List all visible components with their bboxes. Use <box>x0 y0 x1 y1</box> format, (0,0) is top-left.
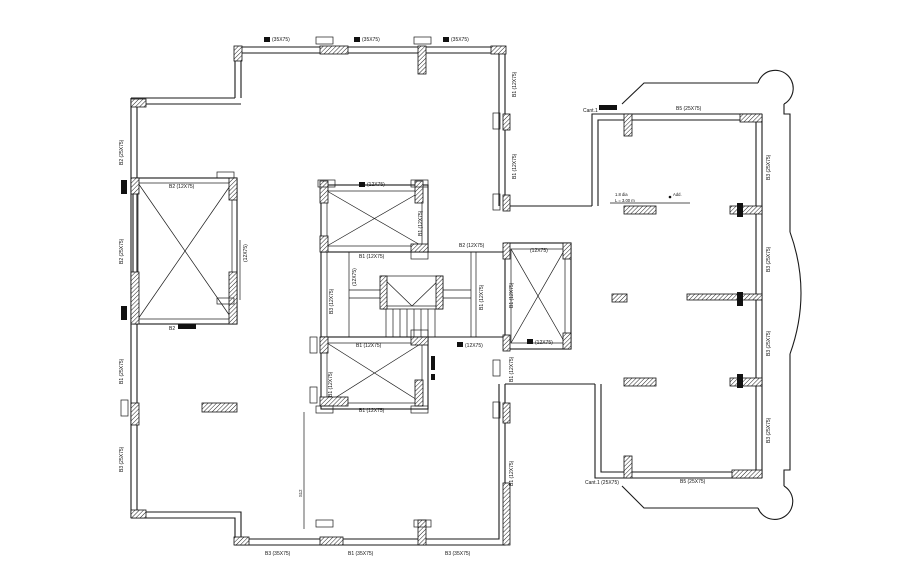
central-core <box>320 184 505 410</box>
column <box>502 113 511 131</box>
column <box>319 336 329 354</box>
column <box>729 205 763 215</box>
left-lift-shaft <box>132 177 238 325</box>
column <box>410 336 429 346</box>
column <box>417 519 427 546</box>
column <box>201 402 238 413</box>
stub-boxes <box>120 36 501 529</box>
column <box>319 235 329 253</box>
beam-label: B2 (12X75) <box>459 243 485 249</box>
column <box>435 275 444 310</box>
column <box>319 45 349 55</box>
column <box>130 271 140 325</box>
column <box>228 177 238 201</box>
beam-label: (35X75) <box>451 37 469 43</box>
column <box>379 275 388 310</box>
beam-label: (12X75) <box>352 268 358 286</box>
column <box>729 377 763 387</box>
column <box>502 334 511 352</box>
beam-label: (12X75) <box>465 343 483 349</box>
column <box>611 293 628 303</box>
beam-label: B1 (12X75) <box>359 408 385 414</box>
column <box>130 177 140 195</box>
column <box>502 242 511 260</box>
column <box>490 45 507 55</box>
beam-label: B2 (12X75) <box>169 184 195 190</box>
beam-label: B3 (25X75) <box>766 154 772 180</box>
beam-labels: (35X75) (35X75) (35X75) B2 (25X75) B2 (2… <box>119 37 772 557</box>
beam-label: (12X75) <box>367 182 385 188</box>
beam-label: B1 (25X75) <box>119 358 125 384</box>
column <box>739 113 763 123</box>
right-lift-shaft <box>504 242 572 350</box>
beam-label: B3 (12X75) <box>329 288 335 314</box>
column <box>319 180 329 204</box>
beam-label: (12X75) <box>530 248 548 254</box>
beam-label: B2 <box>169 326 175 332</box>
column <box>414 180 424 204</box>
beam-label: B5 (25X75) <box>680 479 706 485</box>
column <box>130 509 147 519</box>
column <box>414 379 424 407</box>
column <box>502 194 511 212</box>
dimension-note: 1.8 dia <box>615 192 628 197</box>
stub-label: S12 <box>298 489 303 497</box>
left-building-outline <box>130 46 595 546</box>
dimension-note: Add. <box>673 192 682 197</box>
beam-label: B3 (25X75) <box>766 330 772 356</box>
column <box>562 332 572 350</box>
beam-label: B1 (12X75) <box>512 153 518 179</box>
column <box>319 396 349 407</box>
column <box>502 482 511 546</box>
beam-label: B2 (25X75) <box>119 238 125 264</box>
beam-label: B2 (25X75) <box>119 139 125 165</box>
column <box>410 243 429 253</box>
column <box>731 469 763 479</box>
beam-label: B1 (12X75) <box>359 254 385 260</box>
beam-label: B3 (25X75) <box>766 246 772 272</box>
beam-label: Cant.1 <box>583 108 598 114</box>
column <box>623 377 657 387</box>
beam-label: B1 (12X75) <box>509 282 515 308</box>
column <box>502 402 511 424</box>
columns <box>130 45 763 546</box>
column <box>130 98 147 108</box>
column <box>233 536 250 546</box>
beam-label: (12X75) <box>535 340 553 346</box>
beam-label: B1 (35X75) <box>348 551 374 557</box>
column <box>623 113 633 137</box>
beam-label: B1 (12X75) <box>418 210 424 236</box>
dimension-note: L = 3.00 m <box>615 198 635 203</box>
beam-label: B1 (12X75) <box>512 71 518 97</box>
column <box>623 205 657 215</box>
beam-label: (35X75) <box>362 37 380 43</box>
beam-label: B3 (35X75) <box>265 551 291 557</box>
beam-label: B5 (25X75) <box>676 106 702 112</box>
beam-label: Cant.1 (25X75) <box>585 480 619 486</box>
beam-label: B3 (25X75) <box>119 446 125 472</box>
column <box>319 536 344 546</box>
column <box>417 45 427 75</box>
column <box>686 293 763 301</box>
beam-label: B1 (12X75) <box>479 284 485 310</box>
beam-label: B1 (12X75) <box>509 356 515 382</box>
column-markers <box>121 37 743 388</box>
column <box>130 402 140 426</box>
beam-label: B1 (12X75) <box>356 343 382 349</box>
beam-label: B3 (25X75) <box>766 417 772 443</box>
beam-label: (12X75) <box>243 244 249 262</box>
column <box>562 242 572 260</box>
column <box>233 45 243 62</box>
beam-label: B1 (12X75) <box>509 460 515 486</box>
beam-label: B1 (12X75) <box>328 371 334 397</box>
column <box>623 455 633 479</box>
beam-label: (35X75) <box>272 37 290 43</box>
beam-label: B3 (35X75) <box>445 551 471 557</box>
